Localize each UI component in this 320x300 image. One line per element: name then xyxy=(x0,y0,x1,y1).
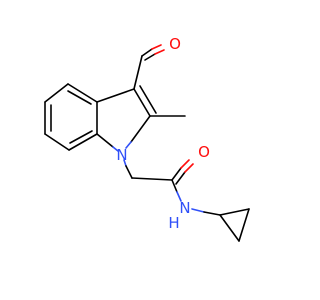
molecule-structure: O N O N H xyxy=(44,35,250,242)
bond-inner xyxy=(67,90,92,105)
bond-double xyxy=(139,85,157,114)
bond xyxy=(176,191,182,202)
bond-inner xyxy=(69,130,93,144)
bond-double xyxy=(180,159,190,169)
bond xyxy=(130,115,151,143)
atom-label-ring-nitrogen: N xyxy=(116,146,127,164)
bond xyxy=(219,208,250,216)
bond xyxy=(219,214,240,242)
bond xyxy=(133,55,143,90)
atom-label-amide-hydrogen: H xyxy=(168,214,179,232)
bond xyxy=(175,171,186,185)
bond-double xyxy=(184,163,194,173)
bond xyxy=(203,211,221,216)
bond xyxy=(171,167,182,181)
cyclopropyl-ring xyxy=(191,208,250,242)
acetamide-chain xyxy=(123,159,194,202)
bond xyxy=(68,133,98,151)
bond xyxy=(238,208,250,242)
pyrrole-ring xyxy=(96,85,157,152)
bond xyxy=(141,48,153,57)
bond-double xyxy=(151,44,162,50)
formyl-group xyxy=(133,44,165,90)
bond xyxy=(191,208,205,213)
bond-double xyxy=(154,49,165,55)
bond xyxy=(123,159,127,167)
bond xyxy=(133,88,151,117)
bond xyxy=(125,165,133,179)
atom-label-aldehyde-oxygen: O xyxy=(169,35,181,53)
bond xyxy=(125,141,132,149)
bond xyxy=(96,133,114,148)
atom-label-amide-nitrogen: N xyxy=(179,199,190,217)
bond xyxy=(112,146,119,152)
bond xyxy=(171,179,178,193)
bond xyxy=(44,133,70,151)
benzene-ring xyxy=(44,83,98,151)
bond xyxy=(96,88,135,103)
bond xyxy=(131,177,173,181)
atom-label-amide-oxygen: O xyxy=(198,143,210,161)
bond xyxy=(44,83,69,103)
bond xyxy=(67,83,98,103)
structure-canvas: O N O N H xyxy=(44,35,250,242)
bond xyxy=(144,53,156,61)
